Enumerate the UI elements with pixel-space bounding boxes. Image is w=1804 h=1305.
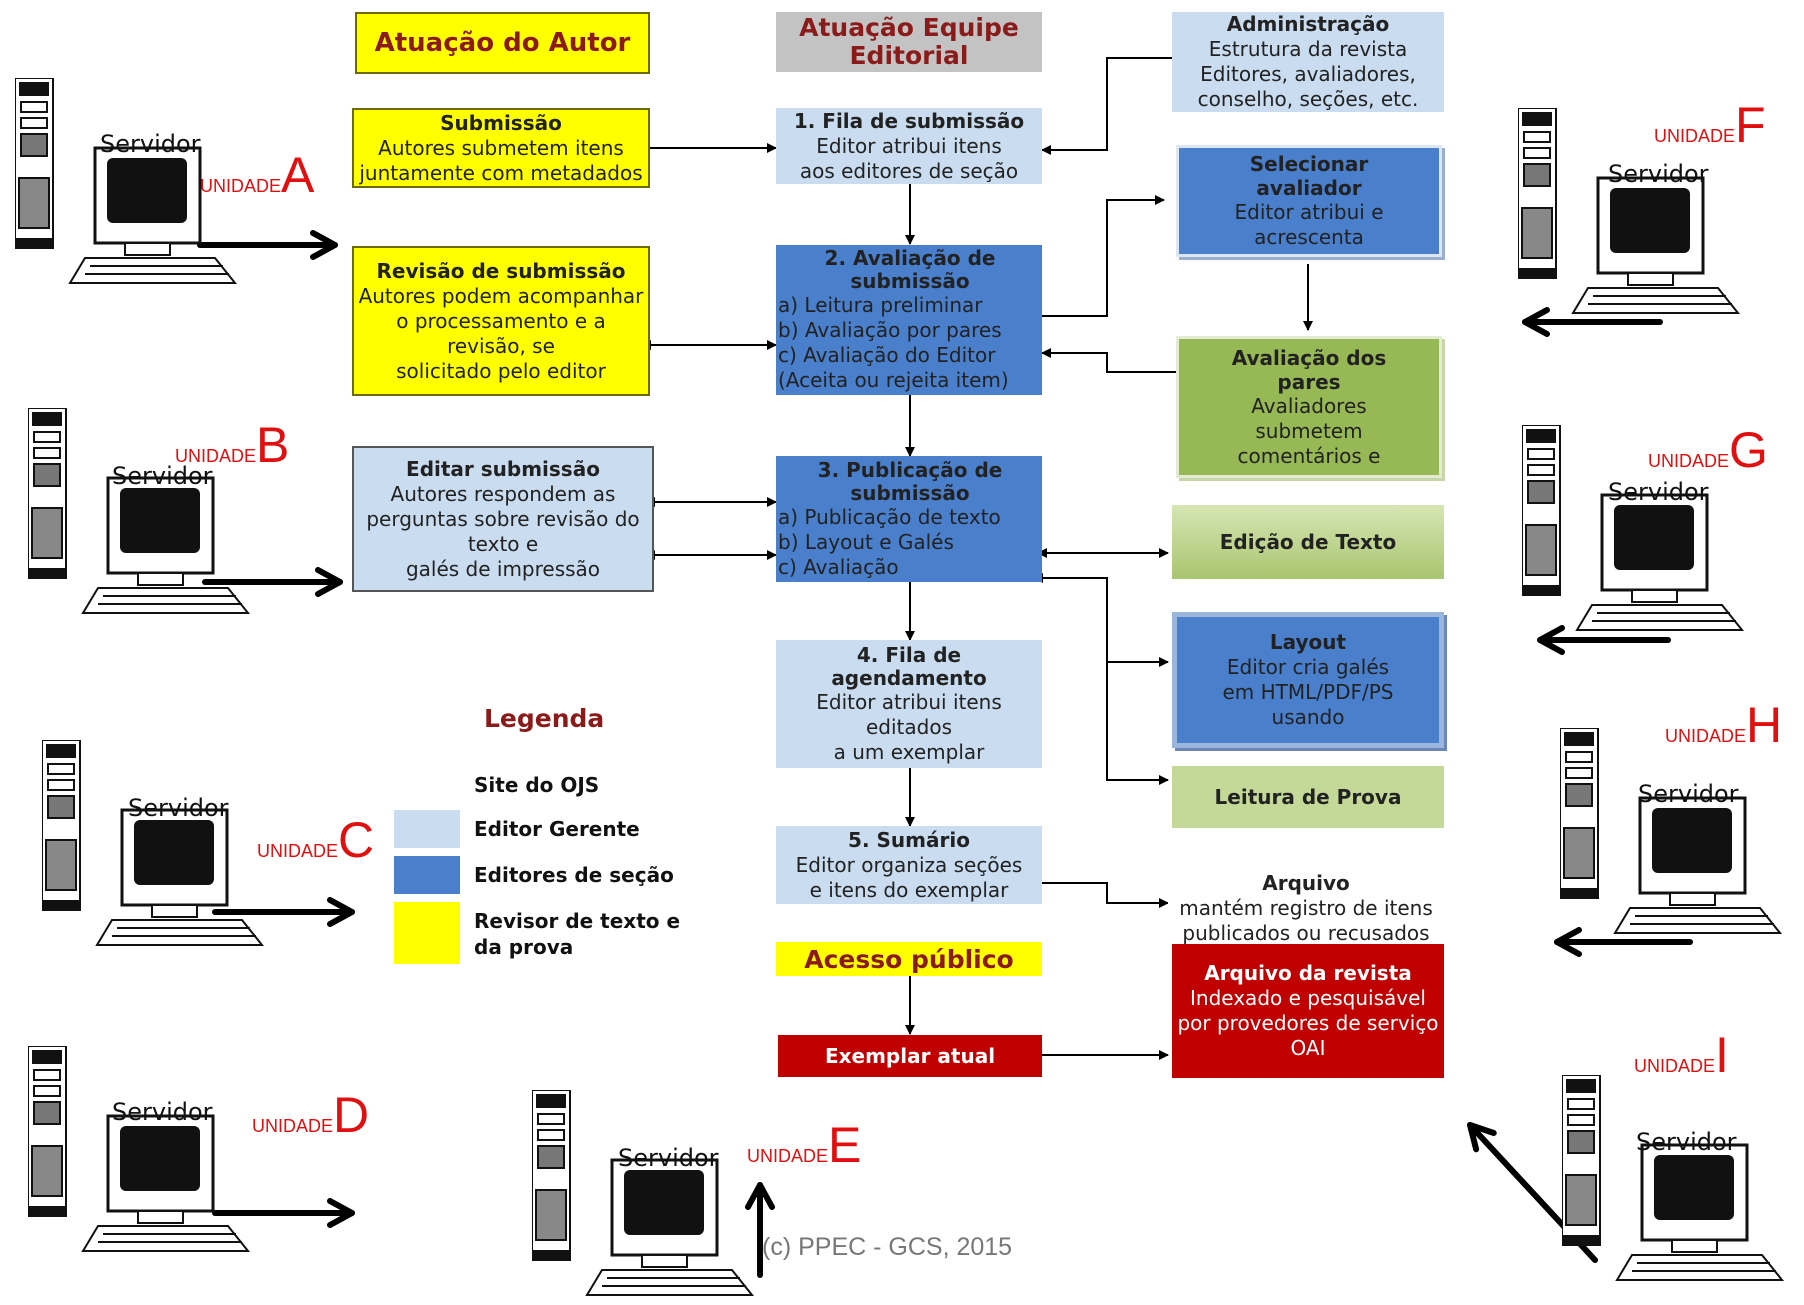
unit-letter: F xyxy=(1735,97,1766,153)
server-label: Servidor xyxy=(1636,1128,1737,1156)
administracao-box: Administração Estrutura da revista Edito… xyxy=(1172,12,1444,112)
server-label: Servidor xyxy=(1608,478,1709,506)
unit-tag-a: UNIDADEA xyxy=(200,150,314,200)
server-icon xyxy=(15,78,238,284)
submissao-box: Submissão Autores submetem itens juntame… xyxy=(352,108,650,188)
server-icon xyxy=(1522,425,1745,631)
unit-letter: I xyxy=(1715,1027,1729,1083)
server-label: Servidor xyxy=(1608,160,1709,188)
server-icon xyxy=(1560,728,1783,934)
arquivo-revista-box: Arquivo da revista Indexado e pesquisáve… xyxy=(1172,944,1444,1078)
sumario-box: 5. Sumário Editor organiza seções e iten… xyxy=(776,826,1042,904)
editorial-header: Atuação Equipe Editorial xyxy=(776,12,1042,72)
unit-letter: D xyxy=(333,1087,370,1143)
avaliacao-pares-box: Avaliação dos pares Avaliadores submetem… xyxy=(1176,336,1442,478)
edicao-texto-box: Edição de Texto xyxy=(1172,505,1444,579)
legend-item-site: Site do OJS xyxy=(474,773,600,797)
unit-tag-h: UNIDADEH xyxy=(1665,700,1782,750)
server-icon xyxy=(28,1046,251,1252)
unit-letter: H xyxy=(1746,697,1783,753)
leitura-prova-box: Leitura de Prova xyxy=(1172,766,1444,828)
legend-swatch-mid-blue xyxy=(394,856,460,894)
unit-word: UNIDADE xyxy=(1648,451,1730,471)
server-icon xyxy=(532,1090,755,1296)
server-label: Servidor xyxy=(128,794,229,822)
server-label: Servidor xyxy=(100,130,201,158)
server-icon xyxy=(1518,108,1741,314)
selecionar-avaliador-box: Selecionar avaliador Editor atribui e ac… xyxy=(1176,145,1442,257)
legend-swatch-light-blue xyxy=(394,810,460,848)
unit-word: UNIDADE xyxy=(175,446,257,466)
arquivo-box: Arquivo mantém registro de itens publica… xyxy=(1168,872,1444,944)
server-label: Servidor xyxy=(112,1098,213,1126)
server-icon xyxy=(28,408,251,614)
legend-item-revisor: Revisor de texto e da prova xyxy=(474,909,681,959)
unit-word: UNIDADE xyxy=(747,1146,829,1166)
legend-title: Legenda xyxy=(484,704,605,733)
fila-agendamento-box: 4. Fila de agendamento Editor atribui it… xyxy=(776,640,1042,768)
fila-submissao-box: 1. Fila de submissão Editor atribui iten… xyxy=(776,108,1042,184)
unit-word: UNIDADE xyxy=(1665,726,1747,746)
editar-submissao-box: Editar submissão Autores respondem as pe… xyxy=(352,446,654,592)
revisao-submissao-box: Revisão de submissão Autores podem acomp… xyxy=(352,246,650,396)
unit-letter: B xyxy=(256,417,290,473)
footer-copyright: (c) PPEC - GCS, 2015 xyxy=(762,1233,1013,1261)
server-label: Servidor xyxy=(112,462,213,490)
unit-tag-g: UNIDADEG xyxy=(1648,425,1768,475)
legend-item-editores-secao: Editores de seção xyxy=(474,863,674,887)
unit-word: UNIDADE xyxy=(257,841,339,861)
avaliacao-submissao-box: 2. Avaliação de submissão a) Leitura pre… xyxy=(776,245,1042,395)
unit-tag-i: UNIDADEI xyxy=(1634,1030,1729,1080)
unit-word: UNIDADE xyxy=(200,176,282,196)
unit-word: UNIDADE xyxy=(1634,1056,1716,1076)
server-label: Servidor xyxy=(1638,780,1739,808)
unit-letter: G xyxy=(1729,422,1768,478)
acesso-publico-label: Acesso público xyxy=(776,942,1042,976)
legend-swatch-yellow xyxy=(394,902,460,964)
unit-word: UNIDADE xyxy=(252,1116,334,1136)
unit-tag-f: UNIDADEF xyxy=(1654,100,1766,150)
legend-item-editor-gerente: Editor Gerente xyxy=(474,817,640,841)
layout-box: Layout Editor cria galés em HTML/PDF/PS … xyxy=(1172,612,1444,748)
exemplar-atual-box: Exemplar atual xyxy=(778,1035,1042,1077)
publicacao-submissao-box: 3. Publicação de submissão a) Publicação… xyxy=(776,456,1042,582)
server-label: Servidor xyxy=(618,1144,719,1172)
server-icon xyxy=(42,740,265,946)
unit-tag-d: UNIDADED xyxy=(252,1090,369,1140)
author-header: Atuação do Autor xyxy=(355,12,650,74)
unit-tag-e: UNIDADEE xyxy=(747,1120,861,1170)
unit-tag-c: UNIDADEC xyxy=(257,815,374,865)
unit-letter: E xyxy=(828,1117,862,1173)
unit-letter: C xyxy=(338,812,375,868)
server-icon xyxy=(1562,1075,1785,1281)
unit-tag-b: UNIDADEB xyxy=(175,420,289,470)
unit-letter: A xyxy=(281,147,315,203)
unit-word: UNIDADE xyxy=(1654,126,1736,146)
